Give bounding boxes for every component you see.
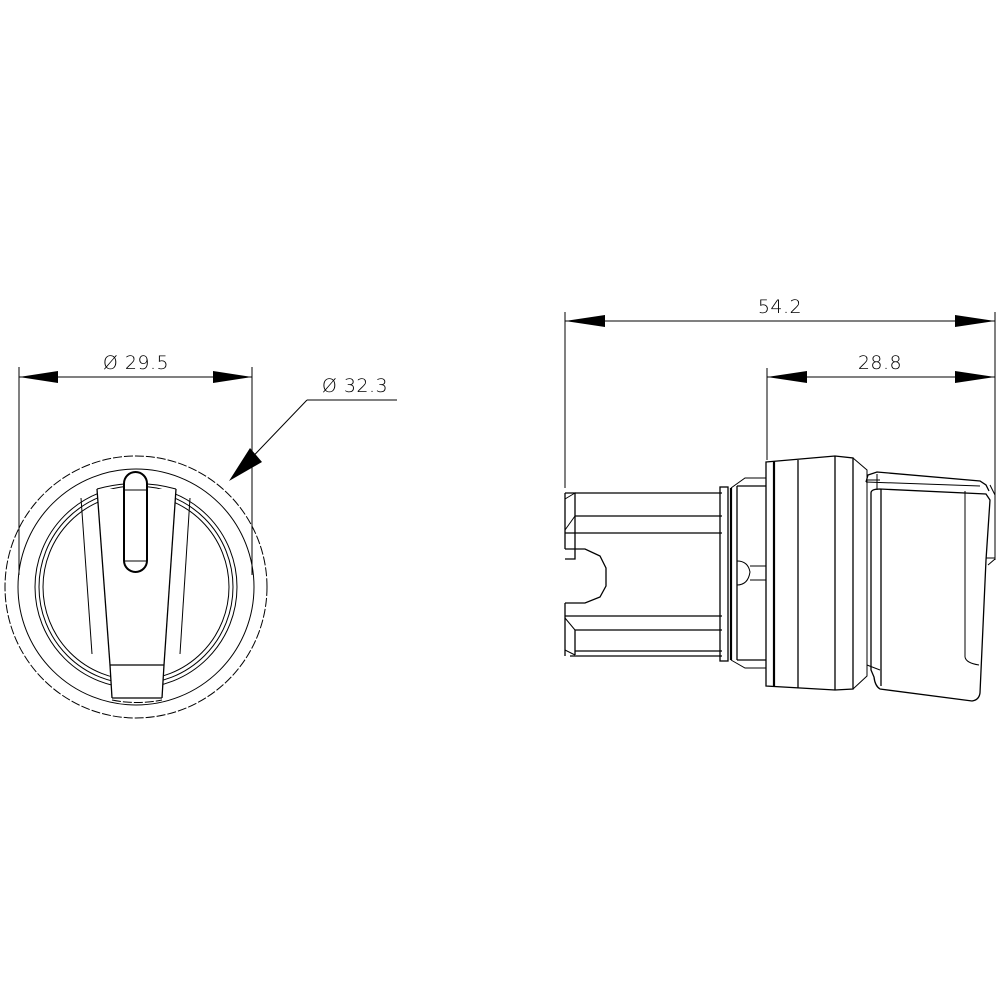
dimension-length-54-2: 54.2 xyxy=(564,296,996,560)
arrow-left-icon xyxy=(767,371,807,383)
selector-handle xyxy=(80,483,191,703)
dimension-length-28-8: 28.8 xyxy=(766,352,995,460)
arrow-right-icon xyxy=(955,371,995,383)
bezel-ring xyxy=(17,468,255,706)
dimension-label-28-8: 28.8 xyxy=(858,352,902,374)
rear-latch-body xyxy=(564,486,733,662)
arrow-left-icon xyxy=(565,315,605,327)
arrow-right-icon xyxy=(955,315,995,327)
outer-bezel-circle xyxy=(4,455,268,719)
leader-arrow-icon xyxy=(229,448,262,481)
indicator-slot xyxy=(123,471,148,573)
side-view: 54.2 28.8 xyxy=(564,296,996,702)
arrow-left-icon xyxy=(19,371,58,383)
dimension-diameter-32-3: Ø 32.3 xyxy=(229,375,397,481)
selector-knob xyxy=(865,471,996,702)
collar xyxy=(730,477,766,669)
front-view: Ø 29.5 Ø 32.3 xyxy=(4,352,397,719)
dimension-label-32-3: Ø 32.3 xyxy=(322,375,388,397)
front-bezel xyxy=(765,455,868,691)
dimension-diameter-29-5: Ø 29.5 xyxy=(18,352,253,575)
arrow-right-icon xyxy=(213,371,252,383)
dimension-label-29-5: Ø 29.5 xyxy=(103,352,169,374)
dimension-label-54-2: 54.2 xyxy=(758,296,802,318)
